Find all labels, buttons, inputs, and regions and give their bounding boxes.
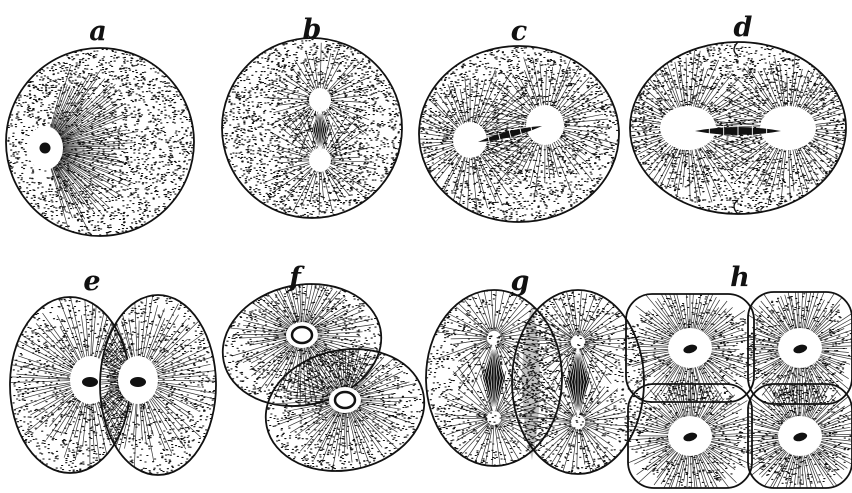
label-h: h (730, 264, 750, 291)
cell-h (624, 282, 852, 493)
cell-a (6, 48, 195, 236)
cell-e (4, 293, 223, 475)
label-b: b (303, 16, 322, 43)
label-e: e (83, 268, 100, 295)
cell-c (398, 46, 619, 222)
clear-zone (526, 105, 564, 145)
clear-zone (760, 106, 816, 150)
label-a: a (89, 18, 107, 45)
cell-b (222, 38, 403, 218)
label-d: d (734, 14, 753, 41)
label-g: g (511, 268, 530, 295)
clear-zone (453, 122, 487, 158)
clear-zone (660, 106, 716, 150)
cell-f (211, 264, 435, 485)
daughter-cell-outline (10, 297, 130, 473)
cell-g (426, 275, 645, 483)
nucleus (82, 377, 98, 387)
cell-d (611, 42, 852, 214)
label-f: f (289, 264, 301, 291)
nucleus (40, 143, 51, 154)
label-c: c (511, 18, 527, 45)
nucleus (130, 377, 146, 387)
